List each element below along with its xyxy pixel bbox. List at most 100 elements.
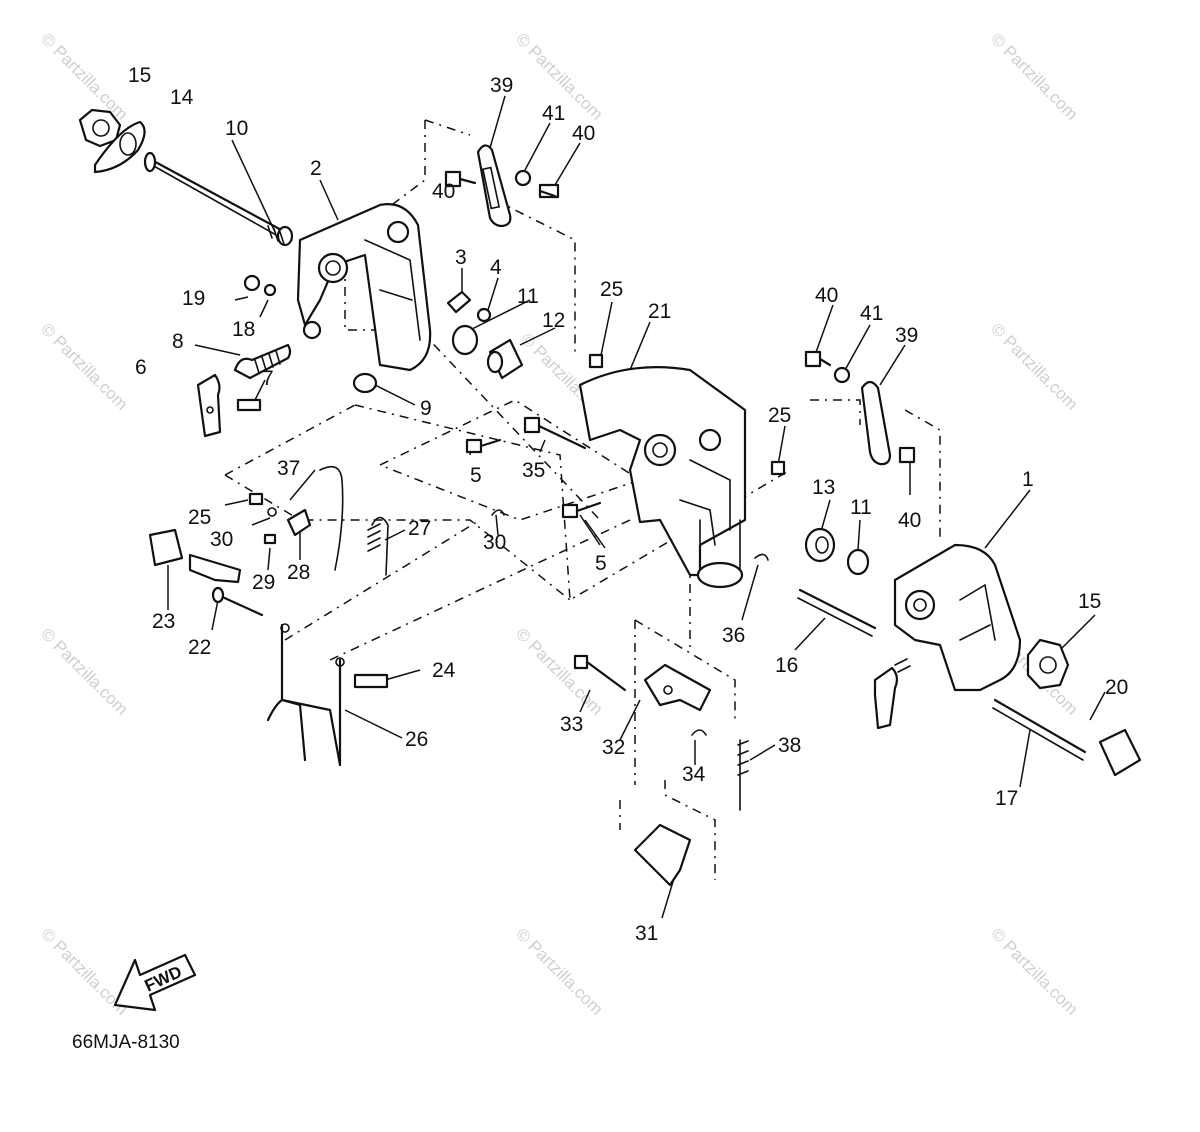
- callout-label[interactable]: 23: [152, 610, 175, 633]
- callout-label[interactable]: 5: [595, 552, 607, 575]
- callout-label[interactable]: 30: [483, 531, 506, 554]
- part-lever-6[interactable]: [196, 373, 222, 438]
- callout-label[interactable]: 24: [432, 659, 456, 682]
- part-clip-34[interactable]: [691, 729, 707, 736]
- part-plate-39-top[interactable]: [476, 144, 512, 228]
- part-link-28[interactable]: [286, 508, 312, 537]
- part-lever-right[interactable]: [873, 658, 911, 730]
- callout-label[interactable]: 2: [310, 157, 322, 180]
- part-bolt-35[interactable]: [523, 416, 587, 450]
- part-clip-30-left[interactable]: [267, 507, 277, 517]
- part-nut-15-right[interactable]: [1026, 638, 1070, 690]
- callout-label[interactable]: 1: [1022, 468, 1034, 491]
- part-cap-23[interactable]: [148, 528, 184, 567]
- part-swivel-21[interactable]: [578, 366, 747, 589]
- callout-label[interactable]: 41: [542, 102, 565, 125]
- callout-label[interactable]: 25: [600, 278, 623, 301]
- callout-label[interactable]: 38: [778, 734, 801, 757]
- part-pin-29[interactable]: [263, 533, 277, 545]
- callout-label[interactable]: 12: [542, 309, 565, 332]
- part-bolt-40-top-left[interactable]: [444, 170, 477, 188]
- callout-label[interactable]: 29: [252, 571, 275, 594]
- callout-label[interactable]: 35: [522, 459, 545, 482]
- part-bushing-13[interactable]: [804, 527, 836, 563]
- part-bolt-24[interactable]: [353, 673, 389, 689]
- callout-label[interactable]: 25: [188, 506, 211, 529]
- callout-label[interactable]: 20: [1105, 676, 1128, 699]
- callout-label[interactable]: 16: [775, 654, 798, 677]
- part-bolt-5-bottom[interactable]: [561, 501, 602, 519]
- callout-label[interactable]: 13: [812, 476, 835, 499]
- callout-label[interactable]: 3: [455, 246, 467, 269]
- part-bolt-40-top-right[interactable]: [538, 183, 560, 199]
- callout-label[interactable]: 33: [560, 713, 583, 736]
- part-spring-8[interactable]: [233, 343, 292, 380]
- callout-label[interactable]: 36: [722, 624, 745, 647]
- callout-label[interactable]: 5: [470, 464, 482, 487]
- part-nut-19[interactable]: [243, 274, 261, 292]
- part-collar-12[interactable]: [486, 338, 524, 380]
- callout-label[interactable]: 11: [517, 285, 539, 308]
- part-plate-31[interactable]: [633, 823, 692, 887]
- callout-label[interactable]: 7: [262, 367, 274, 390]
- part-clip-36[interactable]: [754, 553, 769, 561]
- callout-label[interactable]: 18: [232, 318, 255, 341]
- part-bracket-1[interactable]: [893, 543, 1022, 692]
- callout-label[interactable]: 6: [135, 356, 147, 379]
- part-washer-41-top[interactable]: [514, 169, 532, 187]
- callout-label[interactable]: 32: [602, 736, 625, 759]
- part-bolt-40-right-top[interactable]: [804, 350, 832, 368]
- part-screw-25-right[interactable]: [770, 460, 786, 476]
- part-clip-3[interactable]: [446, 290, 472, 314]
- part-bolt-5-top[interactable]: [465, 438, 502, 454]
- part-spring-38[interactable]: [737, 739, 749, 811]
- callout-label[interactable]: 25: [768, 404, 791, 427]
- callout-label[interactable]: 22: [188, 636, 211, 659]
- callout-label[interactable]: 28: [287, 561, 310, 584]
- part-screw-25-left[interactable]: [248, 492, 264, 506]
- callout-label[interactable]: 19: [182, 287, 205, 310]
- part-rod-26[interactable]: [266, 623, 345, 767]
- part-cap-20[interactable]: [1098, 728, 1142, 777]
- callout-label[interactable]: 39: [895, 324, 918, 347]
- part-plate-32[interactable]: [643, 663, 712, 712]
- callout-label[interactable]: 11: [850, 496, 872, 519]
- part-bolt-40-right-bottom[interactable]: [898, 446, 916, 464]
- callout-label[interactable]: 30: [210, 528, 233, 551]
- part-pin-16[interactable]: [797, 588, 877, 637]
- callout-label[interactable]: 10: [225, 117, 248, 140]
- callout-label[interactable]: 39: [490, 74, 513, 97]
- callout-label[interactable]: 14: [170, 86, 194, 109]
- part-bolt-33[interactable]: [573, 654, 627, 692]
- callout-label[interactable]: 40: [898, 509, 921, 532]
- part-bolt-17[interactable]: [992, 698, 1087, 761]
- part-screw-4[interactable]: [476, 307, 492, 323]
- callout-label[interactable]: 21: [648, 300, 671, 323]
- part-plate-39-right[interactable]: [860, 380, 892, 466]
- part-clip-30-center[interactable]: [491, 509, 505, 516]
- callout-label[interactable]: 4: [490, 256, 502, 279]
- part-washer-18[interactable]: [263, 283, 277, 297]
- callout-label[interactable]: 9: [420, 397, 432, 420]
- callout-label[interactable]: 40: [815, 284, 838, 307]
- part-screw-25-top[interactable]: [588, 353, 604, 369]
- callout-label[interactable]: 15: [1078, 590, 1101, 613]
- callout-label[interactable]: 15: [128, 64, 151, 87]
- callout-label[interactable]: 41: [860, 302, 883, 325]
- part-spring-27[interactable]: [367, 516, 389, 576]
- part-washer-11-right[interactable]: [846, 548, 870, 576]
- part-washer-11-top[interactable]: [451, 324, 479, 356]
- part-shaft-22[interactable]: [188, 553, 264, 617]
- part-nut-15-top[interactable]: [78, 108, 122, 148]
- callout-label[interactable]: 17: [995, 787, 1018, 810]
- part-bracket-2[interactable]: [296, 203, 432, 372]
- part-washer-14[interactable]: [93, 120, 146, 174]
- part-washer-41-right[interactable]: [833, 366, 851, 384]
- part-grommet-9[interactable]: [352, 372, 378, 394]
- callout-label[interactable]: 40: [572, 122, 595, 145]
- callout-label[interactable]: 40: [432, 180, 455, 203]
- callout-label[interactable]: 26: [405, 728, 428, 751]
- callout-label[interactable]: 31: [635, 922, 658, 945]
- callout-label[interactable]: 37: [277, 457, 300, 480]
- callout-label[interactable]: 8: [172, 330, 184, 353]
